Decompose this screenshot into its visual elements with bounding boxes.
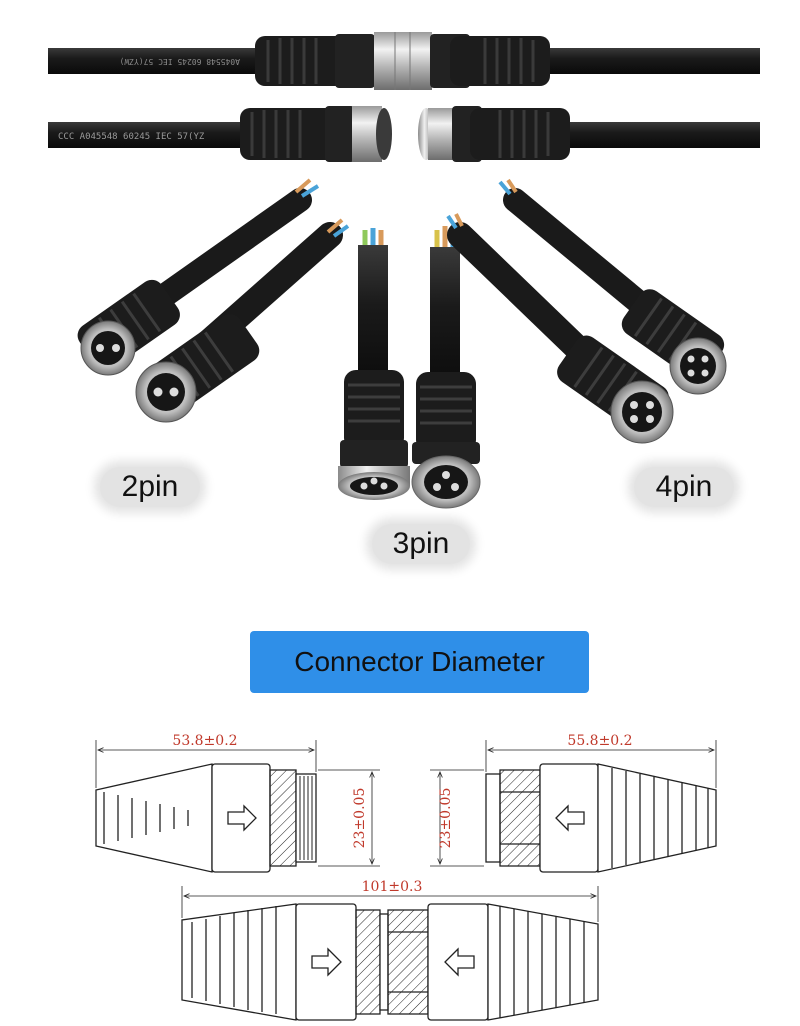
assembled-connector-drawing <box>181 886 599 1021</box>
female-connector-drawing <box>95 740 380 873</box>
cable-print-lower: CCC A045548 60245 IEC 57(YZ <box>58 132 205 142</box>
label-3pin: 3pin <box>372 524 470 564</box>
connector-4pin-a <box>446 213 674 444</box>
section-title: Connector Diameter <box>250 631 589 693</box>
connector-photo: A045548 60245 IEC 57(YZW) CCC A045548 60… <box>48 32 760 509</box>
cable-print-top: A045548 60245 IEC 57(YZW) <box>120 57 240 66</box>
connector-3pin-a <box>338 228 410 500</box>
connector-2pin-a <box>77 178 320 376</box>
horizontal-connector-pair-2: CCC A045548 60245 IEC 57(YZ <box>48 106 760 162</box>
connector-4pin-b <box>498 178 727 395</box>
male-diameter-dimension: 23±0.05 <box>438 788 454 849</box>
connector-2pin-b <box>135 218 350 423</box>
connector-3pin-b <box>411 226 481 509</box>
horizontal-connector-pair-1: A045548 60245 IEC 57(YZW) <box>48 32 760 90</box>
female-length-dimension: 53.8±0.2 <box>172 733 237 749</box>
dimension-diagram: 53.8±0.2 23±0.05 55.8±0.2 23±0.05 <box>95 733 717 1021</box>
male-connector-drawing <box>430 740 717 873</box>
male-length-dimension: 55.8±0.2 <box>567 733 632 749</box>
female-diameter-dimension: 23±0.05 <box>352 788 368 849</box>
label-2pin: 2pin <box>100 467 200 507</box>
total-length-dimension: 101±0.3 <box>362 879 423 895</box>
label-4pin: 4pin <box>634 467 734 507</box>
